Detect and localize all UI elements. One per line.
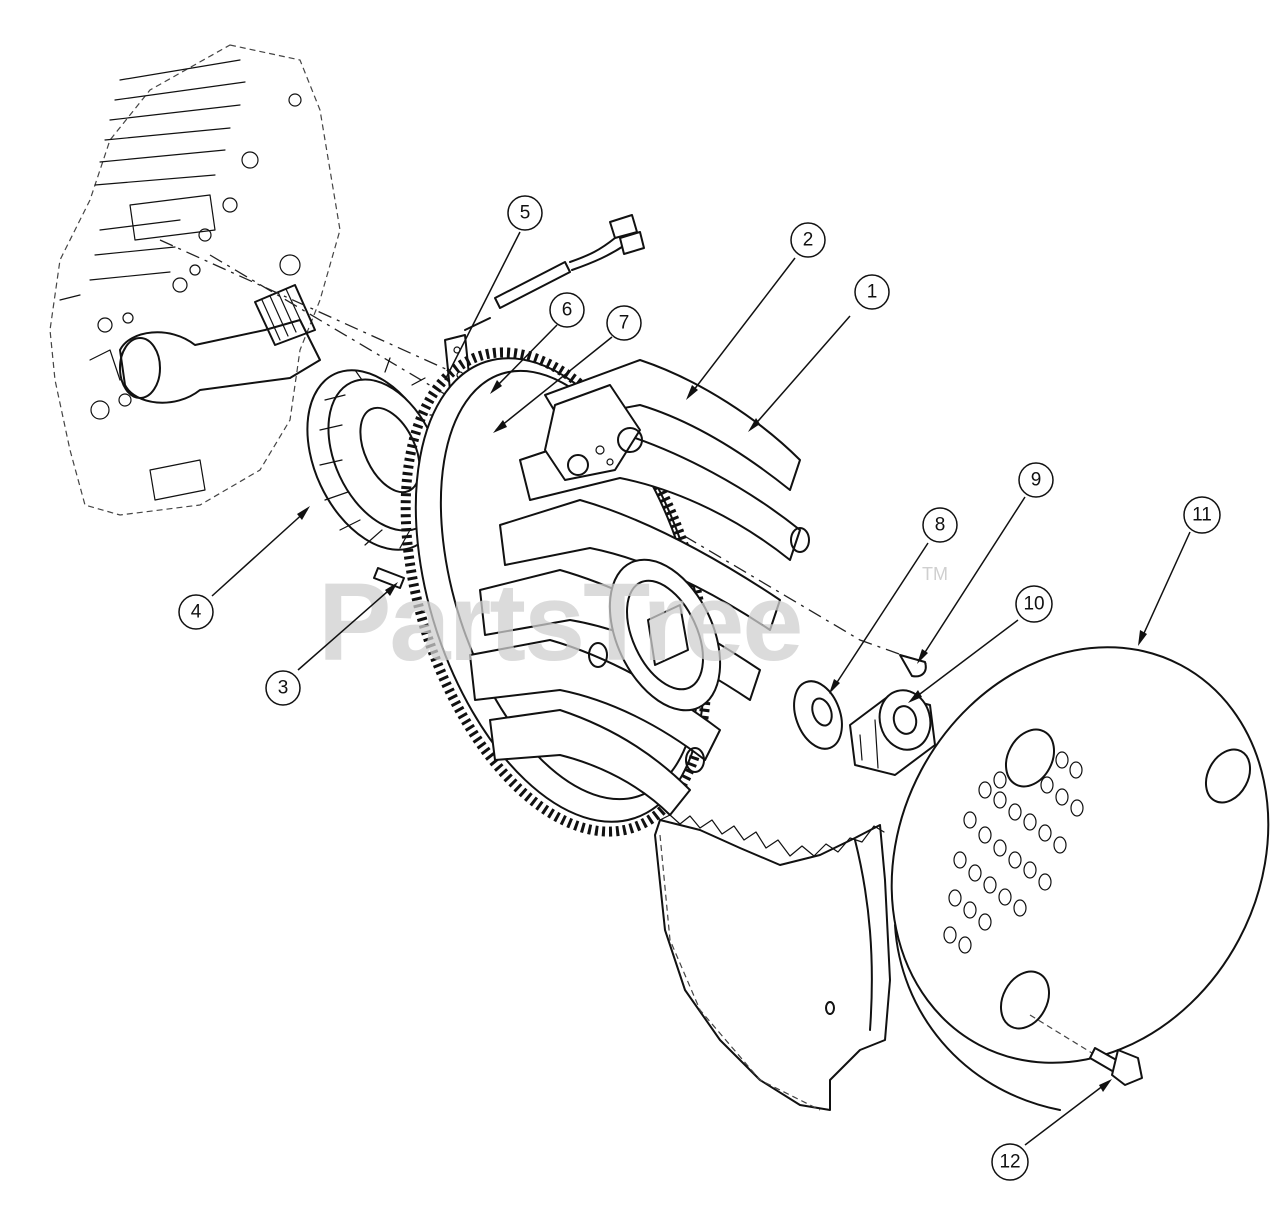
flywheel-screen — [890, 646, 1270, 1111]
callout-6[interactable]: 6 — [549, 292, 585, 328]
svg-text:8: 8 — [935, 515, 946, 536]
callout-10[interactable]: 10 — [1015, 585, 1053, 623]
flywheel-nut — [849, 689, 936, 776]
engine-block — [49, 44, 341, 516]
svg-text:6: 6 — [562, 300, 573, 321]
callout-2[interactable]: 2 — [790, 222, 826, 258]
flywheel — [400, 347, 810, 837]
svg-text:10: 10 — [1023, 594, 1044, 615]
bolt — [1029, 1014, 1143, 1086]
callout-5[interactable]: 5 — [507, 195, 543, 231]
svg-text:3: 3 — [278, 678, 289, 699]
callout-3[interactable]: 3 — [265, 670, 301, 706]
callout-9[interactable]: 9 — [1018, 462, 1054, 498]
callout-8[interactable]: 8 — [922, 507, 958, 543]
callout-12[interactable]: 12 — [991, 1143, 1029, 1181]
svg-text:7: 7 — [619, 313, 630, 334]
svg-text:4: 4 — [191, 602, 202, 623]
callout-1[interactable]: 1 — [854, 274, 890, 310]
svg-text:12: 12 — [999, 1152, 1020, 1173]
watermark: PartsTree TM — [318, 561, 948, 684]
stator — [306, 357, 456, 551]
washer — [793, 680, 843, 750]
wire-harness — [444, 214, 645, 391]
svg-text:2: 2 — [803, 230, 814, 251]
screen-guard — [654, 814, 891, 1111]
callout-11[interactable]: 11 — [1183, 496, 1221, 534]
svg-text:9: 9 — [1031, 470, 1042, 491]
svg-text:PartsTree: PartsTree — [318, 561, 801, 684]
woodruff-key — [899, 654, 927, 678]
svg-text:5: 5 — [520, 203, 531, 224]
svg-text:1: 1 — [867, 282, 878, 303]
callout-4[interactable]: 4 — [178, 594, 214, 630]
callout-7[interactable]: 7 — [606, 305, 642, 341]
leader-lines — [211, 231, 1191, 1146]
svg-text:TM: TM — [922, 564, 948, 584]
svg-text:11: 11 — [1192, 505, 1212, 526]
